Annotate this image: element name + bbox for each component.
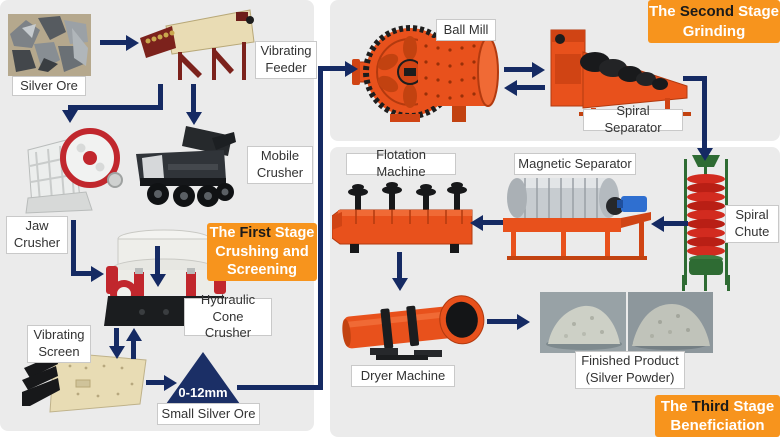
arrow-feeder-to-jaw-head <box>62 110 78 123</box>
silver-ore-label: Silver Ore <box>12 76 86 96</box>
hydraulic-cone-crusher-label: Hydraulic Cone Crusher <box>184 292 272 340</box>
arrow-mobile-to-cone-head <box>149 274 166 287</box>
jaw-crusher-label: Jaw Crusher <box>6 216 68 254</box>
vibrating-feeder-label: Vibrating Feeder <box>255 41 317 79</box>
arrow-ore-to-feeder-head <box>126 34 139 51</box>
arrow-ballmill-to-spiral-head <box>532 61 545 78</box>
mobile-crusher-image <box>128 124 236 219</box>
stage-third-title: The Third Stage <box>660 397 775 415</box>
stage-box-second: The Second Stage Grinding <box>648 0 780 43</box>
arrow-ore-to-feeder <box>100 40 126 45</box>
arrow-dryer-to-product-head <box>517 313 530 330</box>
dryer-machine-label: Dryer Machine <box>351 365 455 387</box>
ball-mill-image <box>352 22 500 129</box>
flotation-machine-label: Flotation Machine <box>346 147 456 179</box>
arrow-screen-to-cone-head <box>125 328 142 341</box>
arrow-mobile-to-cone <box>155 246 160 274</box>
size-triangle: 0-12mm <box>166 352 240 409</box>
small-silver-ore-label: Small Silver Ore <box>157 403 260 425</box>
finished-product-label: Finished Product (Silver Powder) <box>575 351 685 389</box>
vibrating-feeder-image <box>138 8 256 89</box>
arrow-feeder-split-vertical <box>158 84 163 110</box>
magnetic-separator-label: Magnetic Separator <box>514 153 636 175</box>
magnetic-separator-image <box>503 170 655 267</box>
arrow-spiral-to-ballmill-head <box>504 79 517 96</box>
arrow-screen-to-triangle <box>146 380 164 385</box>
vibrating-screen-image <box>20 350 150 425</box>
arrow-flotation-to-dryer-head <box>391 278 408 291</box>
arrow-screen-to-triangle-head <box>164 374 177 391</box>
arrow-screen-to-cone <box>131 341 136 359</box>
arrow-flotation-to-dryer <box>397 252 402 278</box>
stage-first-line3: Screening <box>226 262 298 279</box>
arrow-cone-to-screen <box>114 328 119 346</box>
stage-first-line2: Crushing and <box>215 243 309 260</box>
finished-product-line2: (Silver Powder) <box>585 370 675 385</box>
arrow-ore-to-ballmill-vertical <box>318 66 323 390</box>
flotation-machine-image <box>331 180 478 263</box>
jaw-crusher-image <box>22 120 124 221</box>
vibrating-screen-label: Vibrating Screen <box>27 325 91 363</box>
arrow-jaw-to-cone-head <box>91 265 104 282</box>
arrow-jaw-to-cone-horizontal <box>71 271 91 276</box>
spiral-separator-label: Spiral Separator <box>583 103 683 135</box>
stage-second-line2: Grinding <box>682 22 746 40</box>
stage-first-title: The First Stage <box>209 224 315 241</box>
ball-mill-label: Ball Mill <box>436 19 496 41</box>
arrow-feeder-to-mobile <box>191 84 196 112</box>
stage-box-third: The Third Stage Beneficiation <box>655 395 780 437</box>
arrow-dryer-to-product <box>487 319 517 324</box>
arrow-spiral-to-chute-head <box>696 148 713 161</box>
silver-powder-photo-2 <box>628 292 713 358</box>
spiral-chute-label: Spiral Chute <box>725 205 779 243</box>
stage-box-first: The First Stage Crushing and Screening <box>207 223 317 281</box>
arrow-feeder-to-mobile-head <box>185 112 202 125</box>
silver-powder-photo-1 <box>540 292 626 358</box>
mobile-crusher-label: Mobile Crusher <box>247 146 313 184</box>
arrow-spiral-to-chute-vertical <box>702 76 707 148</box>
arrow-ore-to-ballmill-head <box>345 60 358 77</box>
arrow-chute-to-magnetic <box>664 221 688 226</box>
arrow-feeder-to-jaw <box>68 105 163 110</box>
arrow-spiral-to-chute-horizontal <box>683 76 707 81</box>
arrow-magnetic-to-flotation-head <box>470 214 483 231</box>
arrow-ore-to-ballmill-top <box>321 66 345 71</box>
arrow-chute-to-magnetic-head <box>651 215 664 232</box>
silver-ore-photo <box>8 14 91 81</box>
arrow-ballmill-to-spiral <box>504 67 532 72</box>
arrow-spiral-to-ballmill <box>517 85 545 90</box>
arrow-ore-to-ballmill-bottom <box>237 385 322 390</box>
arrow-magnetic-to-flotation <box>483 220 503 225</box>
dryer-machine-image <box>342 284 488 371</box>
arrow-cone-to-screen-head <box>108 346 125 359</box>
stage-third-line2: Beneficiation <box>670 417 765 434</box>
size-range-text: 0-12mm <box>178 385 227 400</box>
spiral-separator-image <box>543 24 695 123</box>
finished-product-line1: Finished Product <box>581 353 679 369</box>
arrow-jaw-to-cone-vertical <box>71 220 76 274</box>
stage-second-title: The Second Stage <box>648 3 780 20</box>
